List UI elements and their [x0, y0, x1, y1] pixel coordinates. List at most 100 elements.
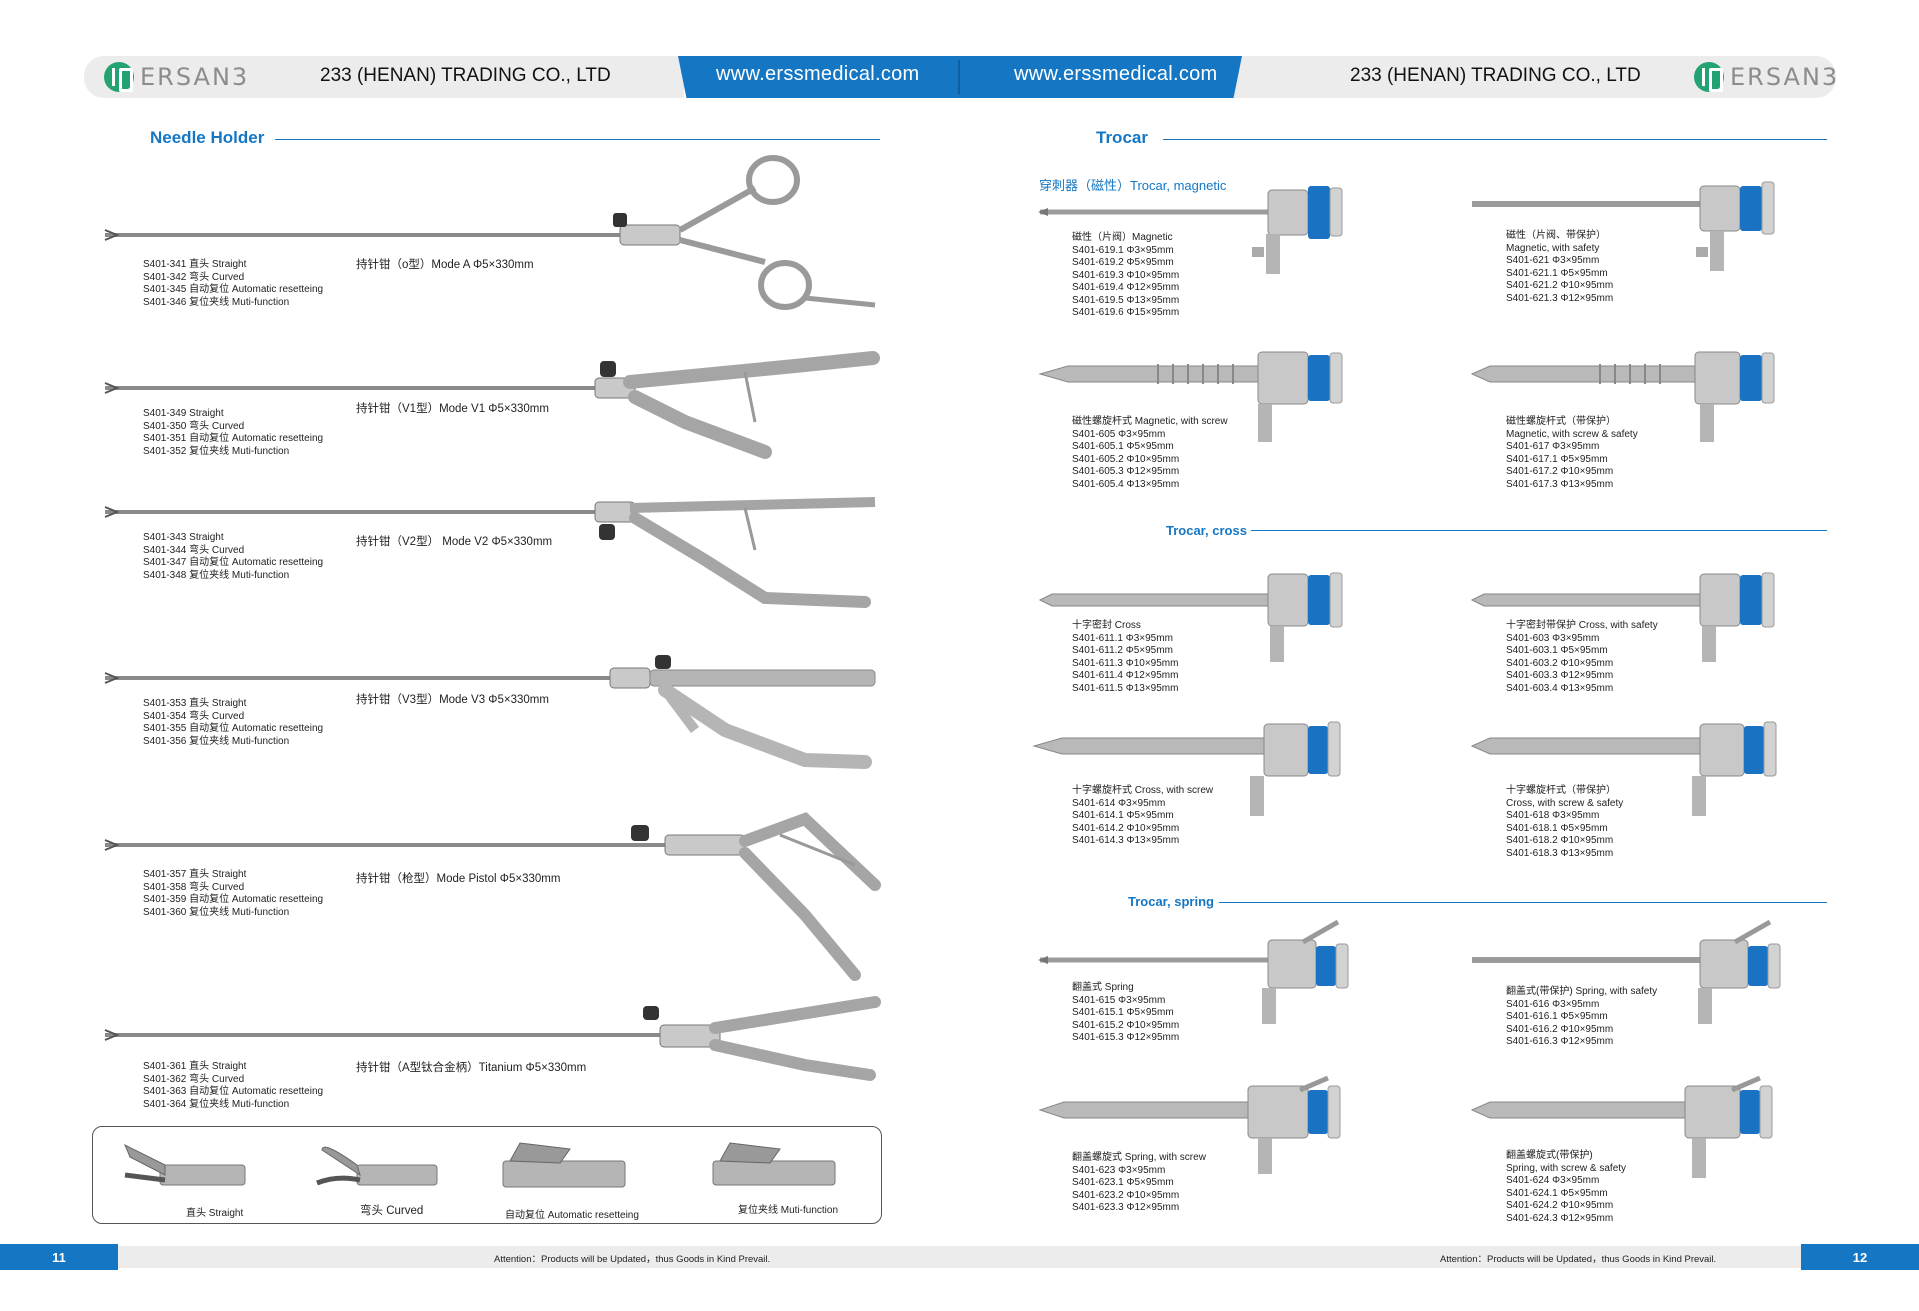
trocar-magnetic-screw-safety-image: [1470, 351, 1775, 442]
code-line: S401-623.2 Φ10×95mm: [1072, 1189, 1180, 1201]
code-line: 磁性螺旋杆式（带保护）: [1506, 416, 1616, 427]
code-line: S401-621 Φ3×95mm: [1506, 255, 1600, 266]
item-model-label: 持针钳（V1型）Mode V1 Φ5×330mm: [356, 403, 549, 415]
code-line: S401-619.3 Φ10×95mm: [1072, 269, 1180, 281]
code-line: 十字螺旋杆式 Cross, with screw: [1072, 785, 1214, 796]
code-line: S401-355 自动复位 Automatic resetteing: [143, 723, 324, 734]
section-rule: [275, 139, 880, 140]
code-line: S401-361 直头 Straight: [143, 1061, 247, 1072]
trocar-spring-screw-image: [1038, 1075, 1341, 1174]
code-line: S401-623.3 Φ12×95mm: [1072, 1202, 1180, 1213]
subtitle-trocar-spring: Trocar, spring: [1128, 894, 1214, 909]
website-right[interactable]: www.erssmedical.com: [1014, 63, 1218, 85]
code-line: S401-357 直头 Straight: [143, 869, 247, 880]
code-line: S401-623.1 Φ5×95mm: [1072, 1177, 1174, 1188]
trocar-code-list: 十字螺旋杆式（带保护） Cross, with screw & safety S…: [1506, 785, 1623, 860]
logo-right: ERSAN3: [1694, 61, 1839, 93]
trocar-spring-image: [1038, 919, 1349, 1024]
code-line: Magnetic, with screw & safety: [1506, 428, 1638, 440]
code-line: S401-359 自动复位 Automatic resetteing: [143, 894, 324, 905]
code-line: S401-341 直头 Straight: [143, 259, 247, 270]
code-line: S401-618 Φ3×95mm: [1506, 810, 1600, 821]
code-line: 翻盖式(带保护) Spring, with safety: [1506, 986, 1658, 997]
code-line: S401-615.3 Φ12×95mm: [1072, 1032, 1180, 1043]
footer-note-left: Attention：Products will be Updated，thus …: [494, 1254, 771, 1265]
section-title-needle-holder: Needle Holder: [150, 128, 265, 147]
code-line: S401-623 Φ3×95mm: [1072, 1164, 1166, 1176]
code-line: S401-614.3 Φ13×95mm: [1072, 835, 1180, 846]
website-left[interactable]: www.erssmedical.com: [716, 63, 920, 85]
item-model-label: 持针钳（V2型） Mode V2 Φ5×330mm: [356, 536, 553, 548]
code-line: S401-356 复位夹线 Muti-function: [143, 735, 290, 747]
tip-caption-multi-function: 复位夹线 Muti-function: [738, 1205, 839, 1216]
code-line: S401-353 直头 Straight: [143, 698, 247, 709]
section-rule: [1219, 902, 1827, 903]
code-line: S401-614.1 Φ5×95mm: [1072, 810, 1174, 821]
code-line: S401-621.2 Φ10×95mm: [1506, 280, 1614, 291]
code-line: S401-605.4 Φ13×95mm: [1072, 478, 1180, 490]
straight-tip-image: [124, 1143, 246, 1186]
code-line: S401-347 自动复位 Automatic resetteing: [143, 557, 324, 568]
code-line: S401-603.3 Φ12×95mm: [1506, 670, 1614, 681]
company-name-left: 233 (HENAN) TRADING CO., LTD: [320, 65, 611, 86]
code-line: S401-624.3 Φ12×95mm: [1506, 1212, 1614, 1224]
jaw-tips-panel: [92, 1126, 882, 1224]
code-line: S401-611.4 Φ12×95mm: [1072, 670, 1179, 681]
code-line: S401-615.1 Φ5×95mm: [1072, 1007, 1174, 1018]
item-model-label: 持针钳（o型）Mode A Φ5×330mm: [356, 259, 534, 271]
code-line: S401-360 复位夹线 Muti-function: [143, 906, 290, 918]
code-line: 翻盖式 Spring: [1072, 982, 1134, 993]
trocar-code-list: 翻盖式(带保护) Spring, with safety S401-616 Φ3…: [1506, 986, 1657, 1049]
code-line: S401-619.1 Φ3×95mm: [1072, 244, 1174, 256]
code-line: S401-354 弯头 Curved: [143, 710, 245, 722]
header-left-band: [84, 56, 684, 98]
section-rule: [1163, 139, 1827, 140]
trocar-code-list: 翻盖式 Spring S401-615 Φ3×95mm S401-615.1 Φ…: [1072, 982, 1179, 1045]
code-line: S401-605.3 Φ12×95mm: [1072, 466, 1180, 477]
trocar-code-list: 十字螺旋杆式 Cross, with screw S401-614 Φ3×95m…: [1072, 785, 1213, 848]
item-code-list: S401-361 直头 Straight S401-362 弯头 Curved …: [143, 1061, 323, 1111]
code-line: S401-352 复位夹线 Muti-function: [143, 445, 290, 457]
section-rule: [1251, 530, 1827, 531]
needle-holder-mode-a-image: [104, 155, 876, 310]
code-line: S401-605 Φ3×95mm: [1072, 428, 1166, 440]
needle-holder-titanium-image: [104, 996, 881, 1081]
code-line: S401-621.1 Φ5×95mm: [1506, 267, 1608, 279]
item-code-list: S401-343 Straight S401-344 弯头 Curved S40…: [143, 532, 323, 582]
footer-note-right: Attention：Products will be Updated，thus …: [1440, 1254, 1717, 1265]
code-line: S401-619.4 Φ12×95mm: [1072, 282, 1180, 293]
code-line: S401-624 Φ3×95mm: [1506, 1175, 1600, 1186]
item-code-list: S401-341 直头 Straight S401-342 弯头 Curved …: [143, 259, 323, 309]
curved-tip-image: [316, 1146, 438, 1186]
tip-caption-straight: 直头 Straight: [186, 1208, 244, 1219]
code-line: S401-343 Straight: [143, 532, 224, 543]
footer-bar: [0, 1246, 1919, 1268]
code-line: S401-611.1 Φ3×95mm: [1072, 632, 1173, 644]
code-line: 磁性（片阀）Magnetic: [1072, 232, 1173, 243]
trocar-code-list: 十字密封带保护 Cross, with safety S401-603 Φ3×9…: [1506, 620, 1658, 695]
code-line: S401-618.2 Φ10×95mm: [1506, 835, 1614, 846]
code-line: S401-615.2 Φ10×95mm: [1072, 1019, 1180, 1031]
code-line: S401-618.3 Φ13×95mm: [1506, 847, 1614, 859]
multi-function-tip-image: [712, 1142, 836, 1186]
code-line: S401-621.3 Φ12×95mm: [1506, 292, 1614, 304]
code-line: S401-611.3 Φ10×95mm: [1072, 657, 1179, 669]
page-number-left: 11: [0, 1244, 118, 1270]
trocar-magnetic-safety-image: [1472, 181, 1775, 271]
trocar-code-list: 磁性螺旋杆式（带保护） Magnetic, with screw & safet…: [1506, 416, 1638, 491]
needle-holder-mode-v2-image: [104, 497, 876, 608]
code-line: S401-605.2 Φ10×95mm: [1072, 453, 1180, 465]
code-line: S401-619.6 Φ15×95mm: [1072, 307, 1180, 318]
trocar-cross-screw-image: [1032, 721, 1341, 816]
section-title-trocar: Trocar: [1096, 128, 1148, 147]
code-line: S401-344 弯头 Curved: [143, 544, 245, 556]
code-line: S401-616.3 Φ12×95mm: [1506, 1036, 1614, 1047]
code-line: Cross, with screw & safety: [1506, 797, 1624, 809]
trocar-cross-screw-safety-image: [1470, 721, 1777, 816]
code-line: S401-351 自动复位 Automatic resetteing: [143, 433, 324, 444]
trocar-code-list: 磁性（片阀）Magnetic S401-619.1 Φ3×95mm S401-6…: [1072, 232, 1179, 320]
code-line: S401-617.2 Φ10×95mm: [1506, 466, 1614, 477]
header-center-band: [678, 56, 1242, 98]
needle-holder-pistol-image: [104, 812, 881, 981]
code-line: S401-615 Φ3×95mm: [1072, 994, 1166, 1006]
